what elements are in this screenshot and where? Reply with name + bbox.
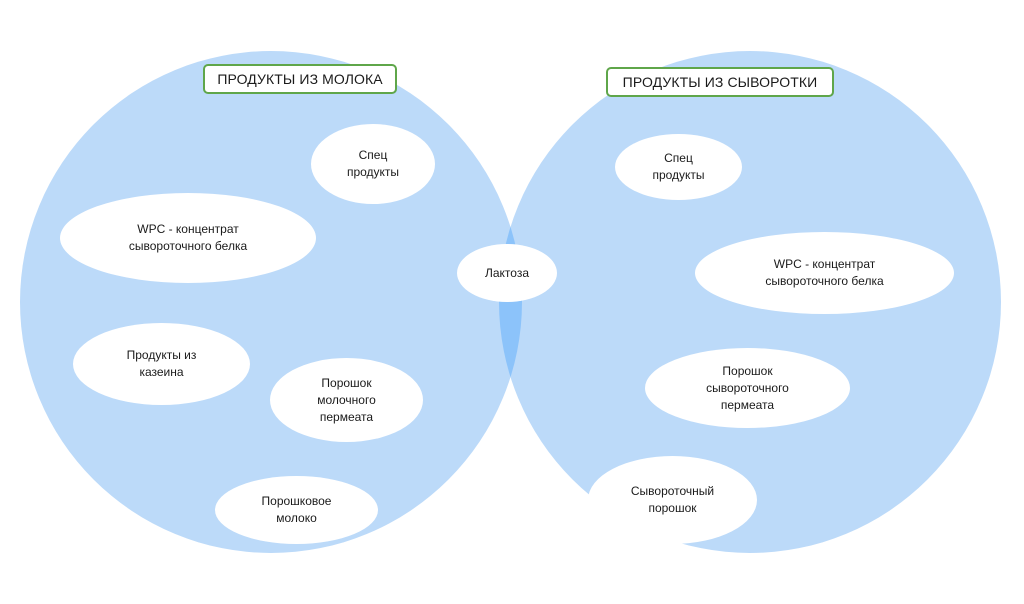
milk-item-special-products: Спец продукты bbox=[311, 124, 435, 204]
milk-item-casein-products: Продукты из казеина bbox=[73, 323, 250, 405]
milk-item-wpc: WPC - концентрат сывороточного белка bbox=[60, 193, 316, 283]
whey-item-whey-permeate-powder: Порошок сывороточного пермеата bbox=[645, 348, 850, 428]
intersection-item-lactose: Лактоза bbox=[457, 244, 557, 302]
whey-item-special-products: Спец продукты bbox=[615, 134, 742, 200]
whey-item-wpc: WPC - концентрат сывороточного белка bbox=[695, 232, 954, 314]
milk-item-milk-powder: Порошковое молоко bbox=[215, 476, 378, 544]
whey-item-whey-powder: Сывороточный порошок bbox=[588, 456, 757, 544]
set-title-milk: ПРОДУКТЫ ИЗ МОЛОКА bbox=[203, 64, 397, 94]
set-title-whey: ПРОДУКТЫ ИЗ СЫВОРОТКИ bbox=[606, 67, 834, 97]
milk-item-milk-permeate-powder: Порошок молочного пермеата bbox=[270, 358, 423, 442]
